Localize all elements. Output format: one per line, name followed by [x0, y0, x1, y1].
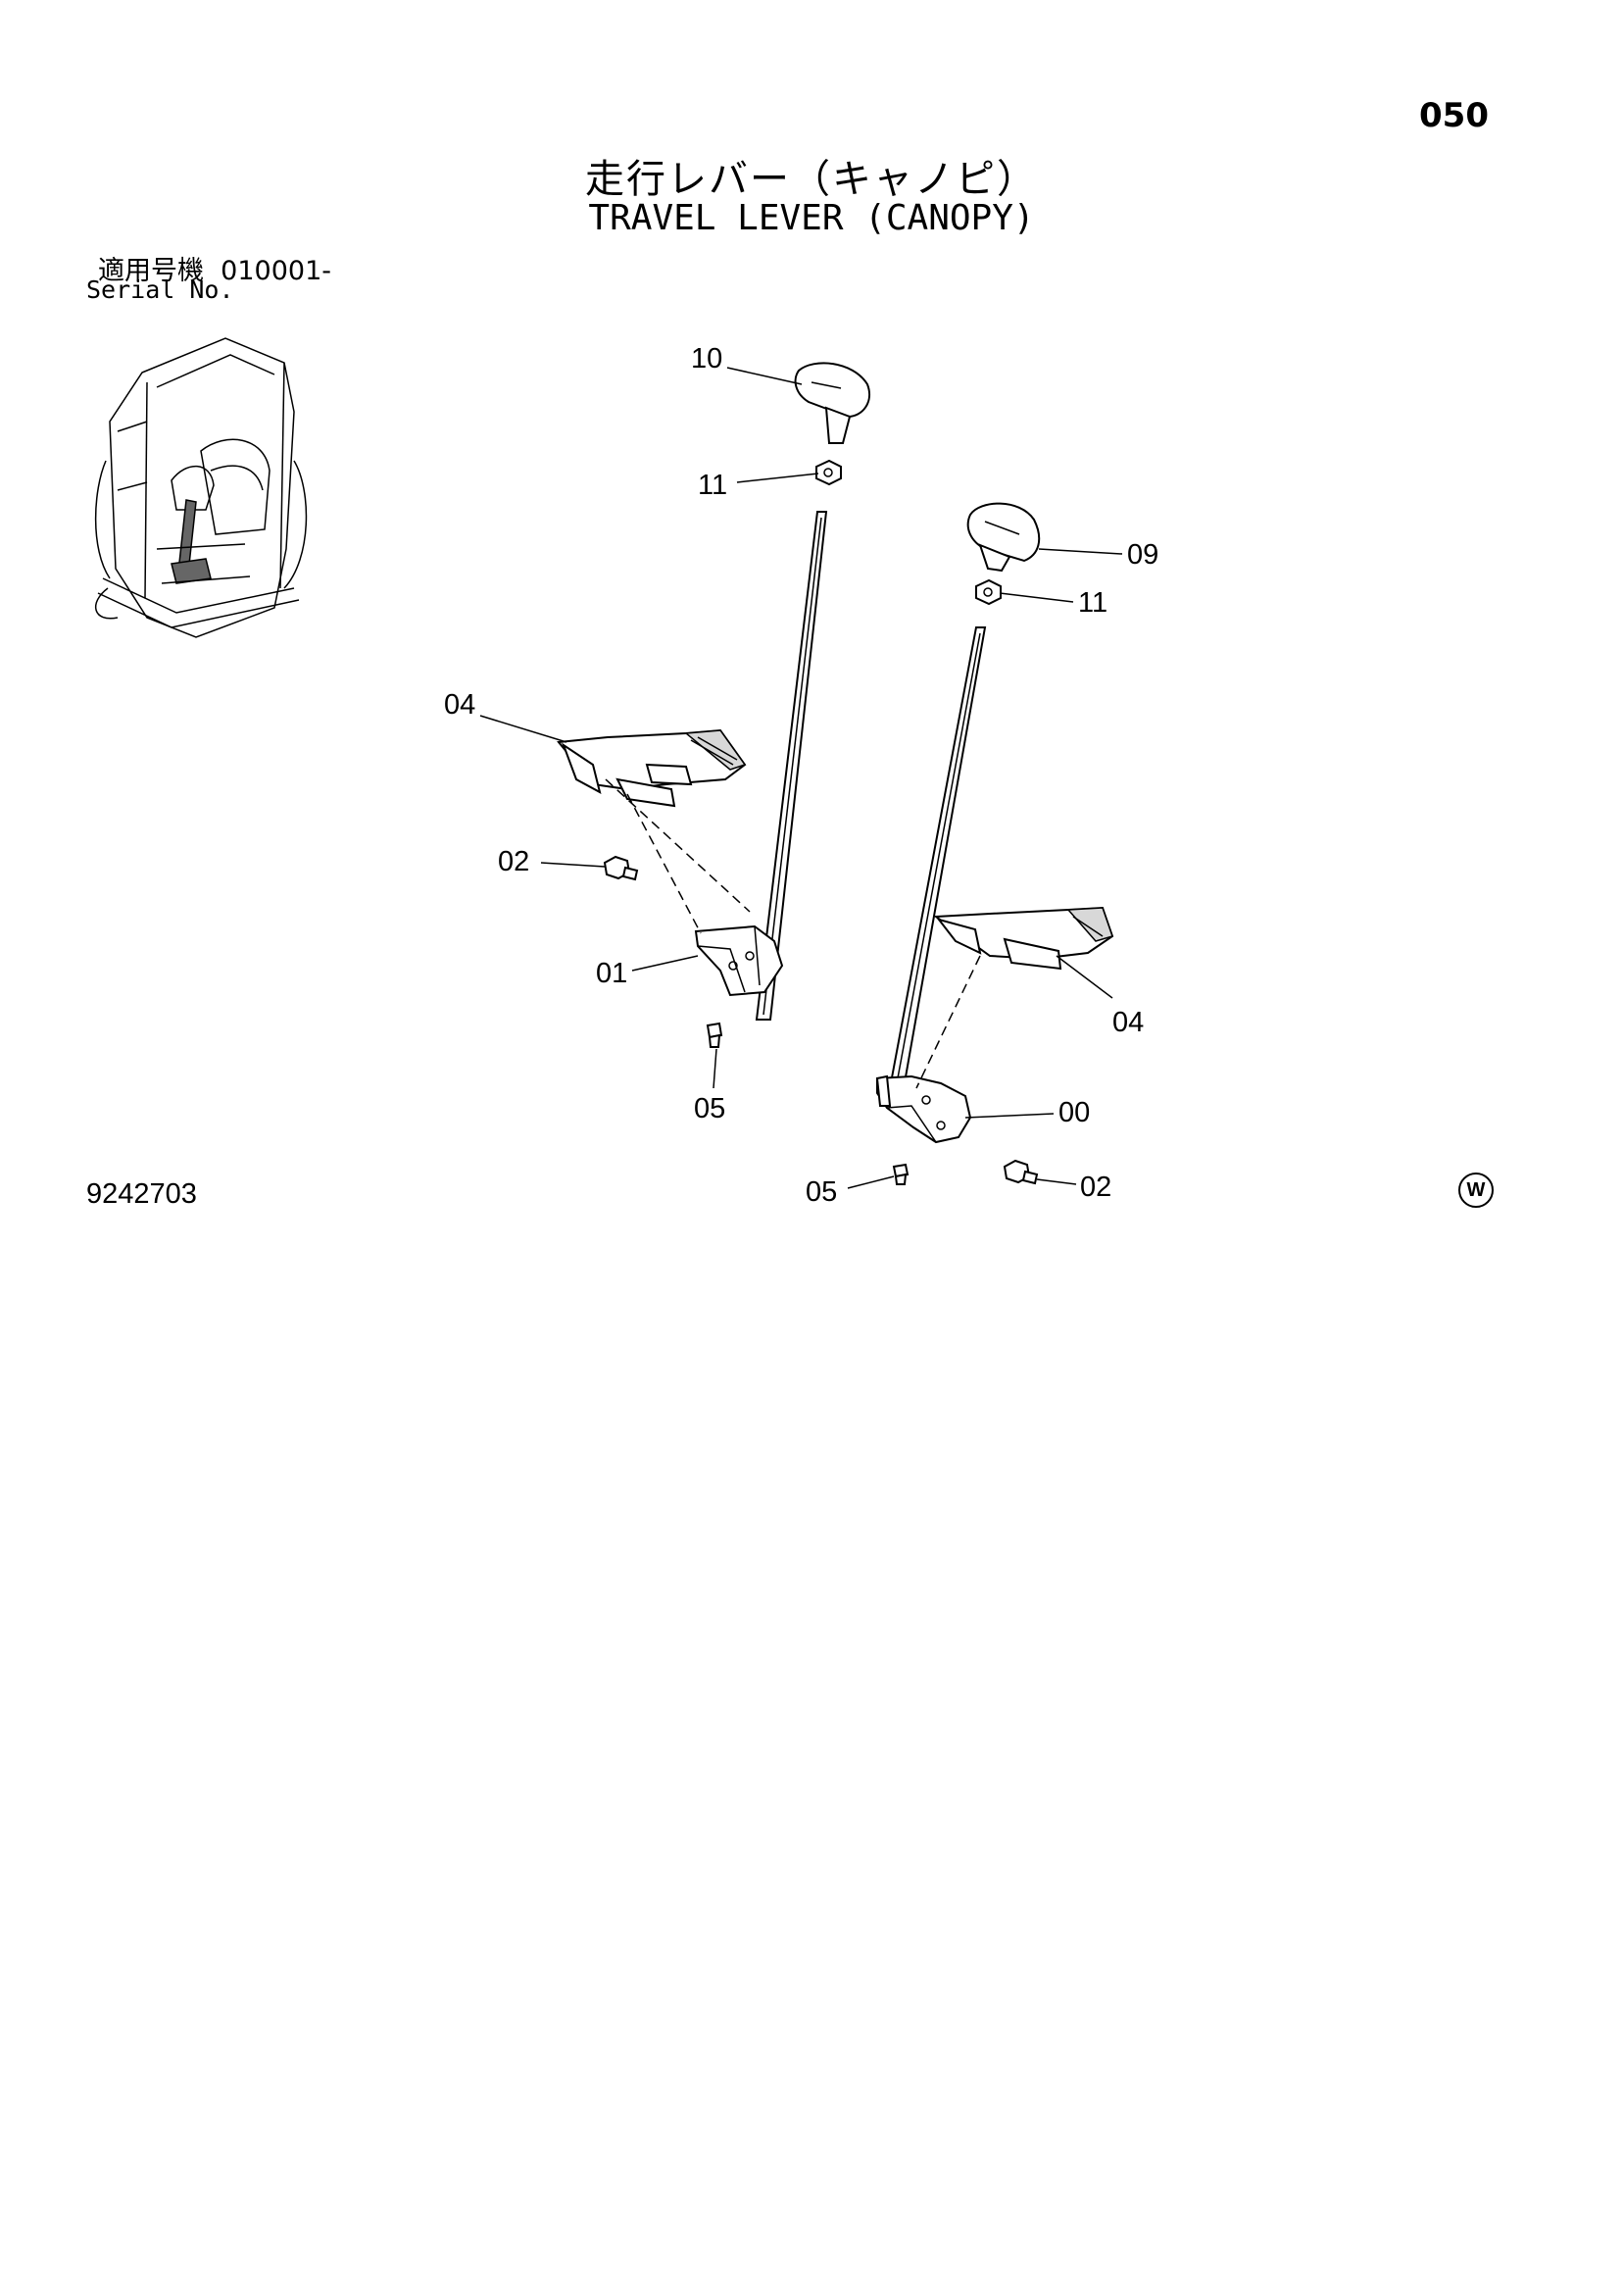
callout-bracket-left: 01: [596, 958, 627, 989]
callout-screw-right: 05: [806, 1176, 837, 1208]
page-number: 050: [1419, 96, 1489, 135]
left-knob: [794, 362, 870, 444]
callout-pedal-right: 04: [1112, 1007, 1144, 1038]
serial-range: 010001-: [221, 256, 331, 286]
right-bracket: [875, 1074, 972, 1144]
callout-knob-right: 09: [1127, 539, 1158, 571]
callout-nut-right: 11: [1078, 587, 1107, 619]
callout-screw-left: 05: [694, 1093, 725, 1124]
left-nut: [815, 459, 842, 486]
callout-bolt-right: 02: [1080, 1172, 1111, 1203]
callout-knob-left: 10: [691, 343, 722, 374]
left-pedal: [557, 728, 747, 808]
left-screw: [706, 1022, 723, 1048]
leader-lines: [479, 367, 1123, 1189]
serial-info: 適用号機 010001-: [98, 249, 331, 287]
drawing-number: 9242703: [86, 1178, 197, 1210]
callout-nut-left: 11: [698, 470, 727, 501]
callout-pedal-left: 04: [444, 689, 475, 721]
right-bolt: [1003, 1159, 1039, 1185]
left-bolt: [603, 855, 639, 881]
right-pedal: [933, 906, 1114, 971]
cab-location-thumbnail: [94, 337, 308, 638]
right-knob: [966, 502, 1041, 573]
page-title-japanese: 走行レバー（キャノピ）: [585, 157, 1038, 202]
left-bracket: [694, 924, 784, 997]
serial-label-english: Serial No.: [86, 275, 234, 304]
serial-label-japanese: 適用号機: [98, 256, 204, 286]
right-screw: [892, 1163, 910, 1185]
assembly-lines: [605, 778, 981, 1089]
callout-bracket-right: 00: [1058, 1097, 1090, 1128]
page-title-english: TRAVEL LEVER (CANOPY): [588, 198, 1035, 238]
left-lever-rod: [755, 511, 828, 1021]
callout-bolt-left: 02: [498, 846, 529, 877]
right-nut: [975, 578, 1002, 606]
right-lever-rod: [888, 626, 987, 1089]
watermark-logo: W: [1458, 1173, 1494, 1208]
